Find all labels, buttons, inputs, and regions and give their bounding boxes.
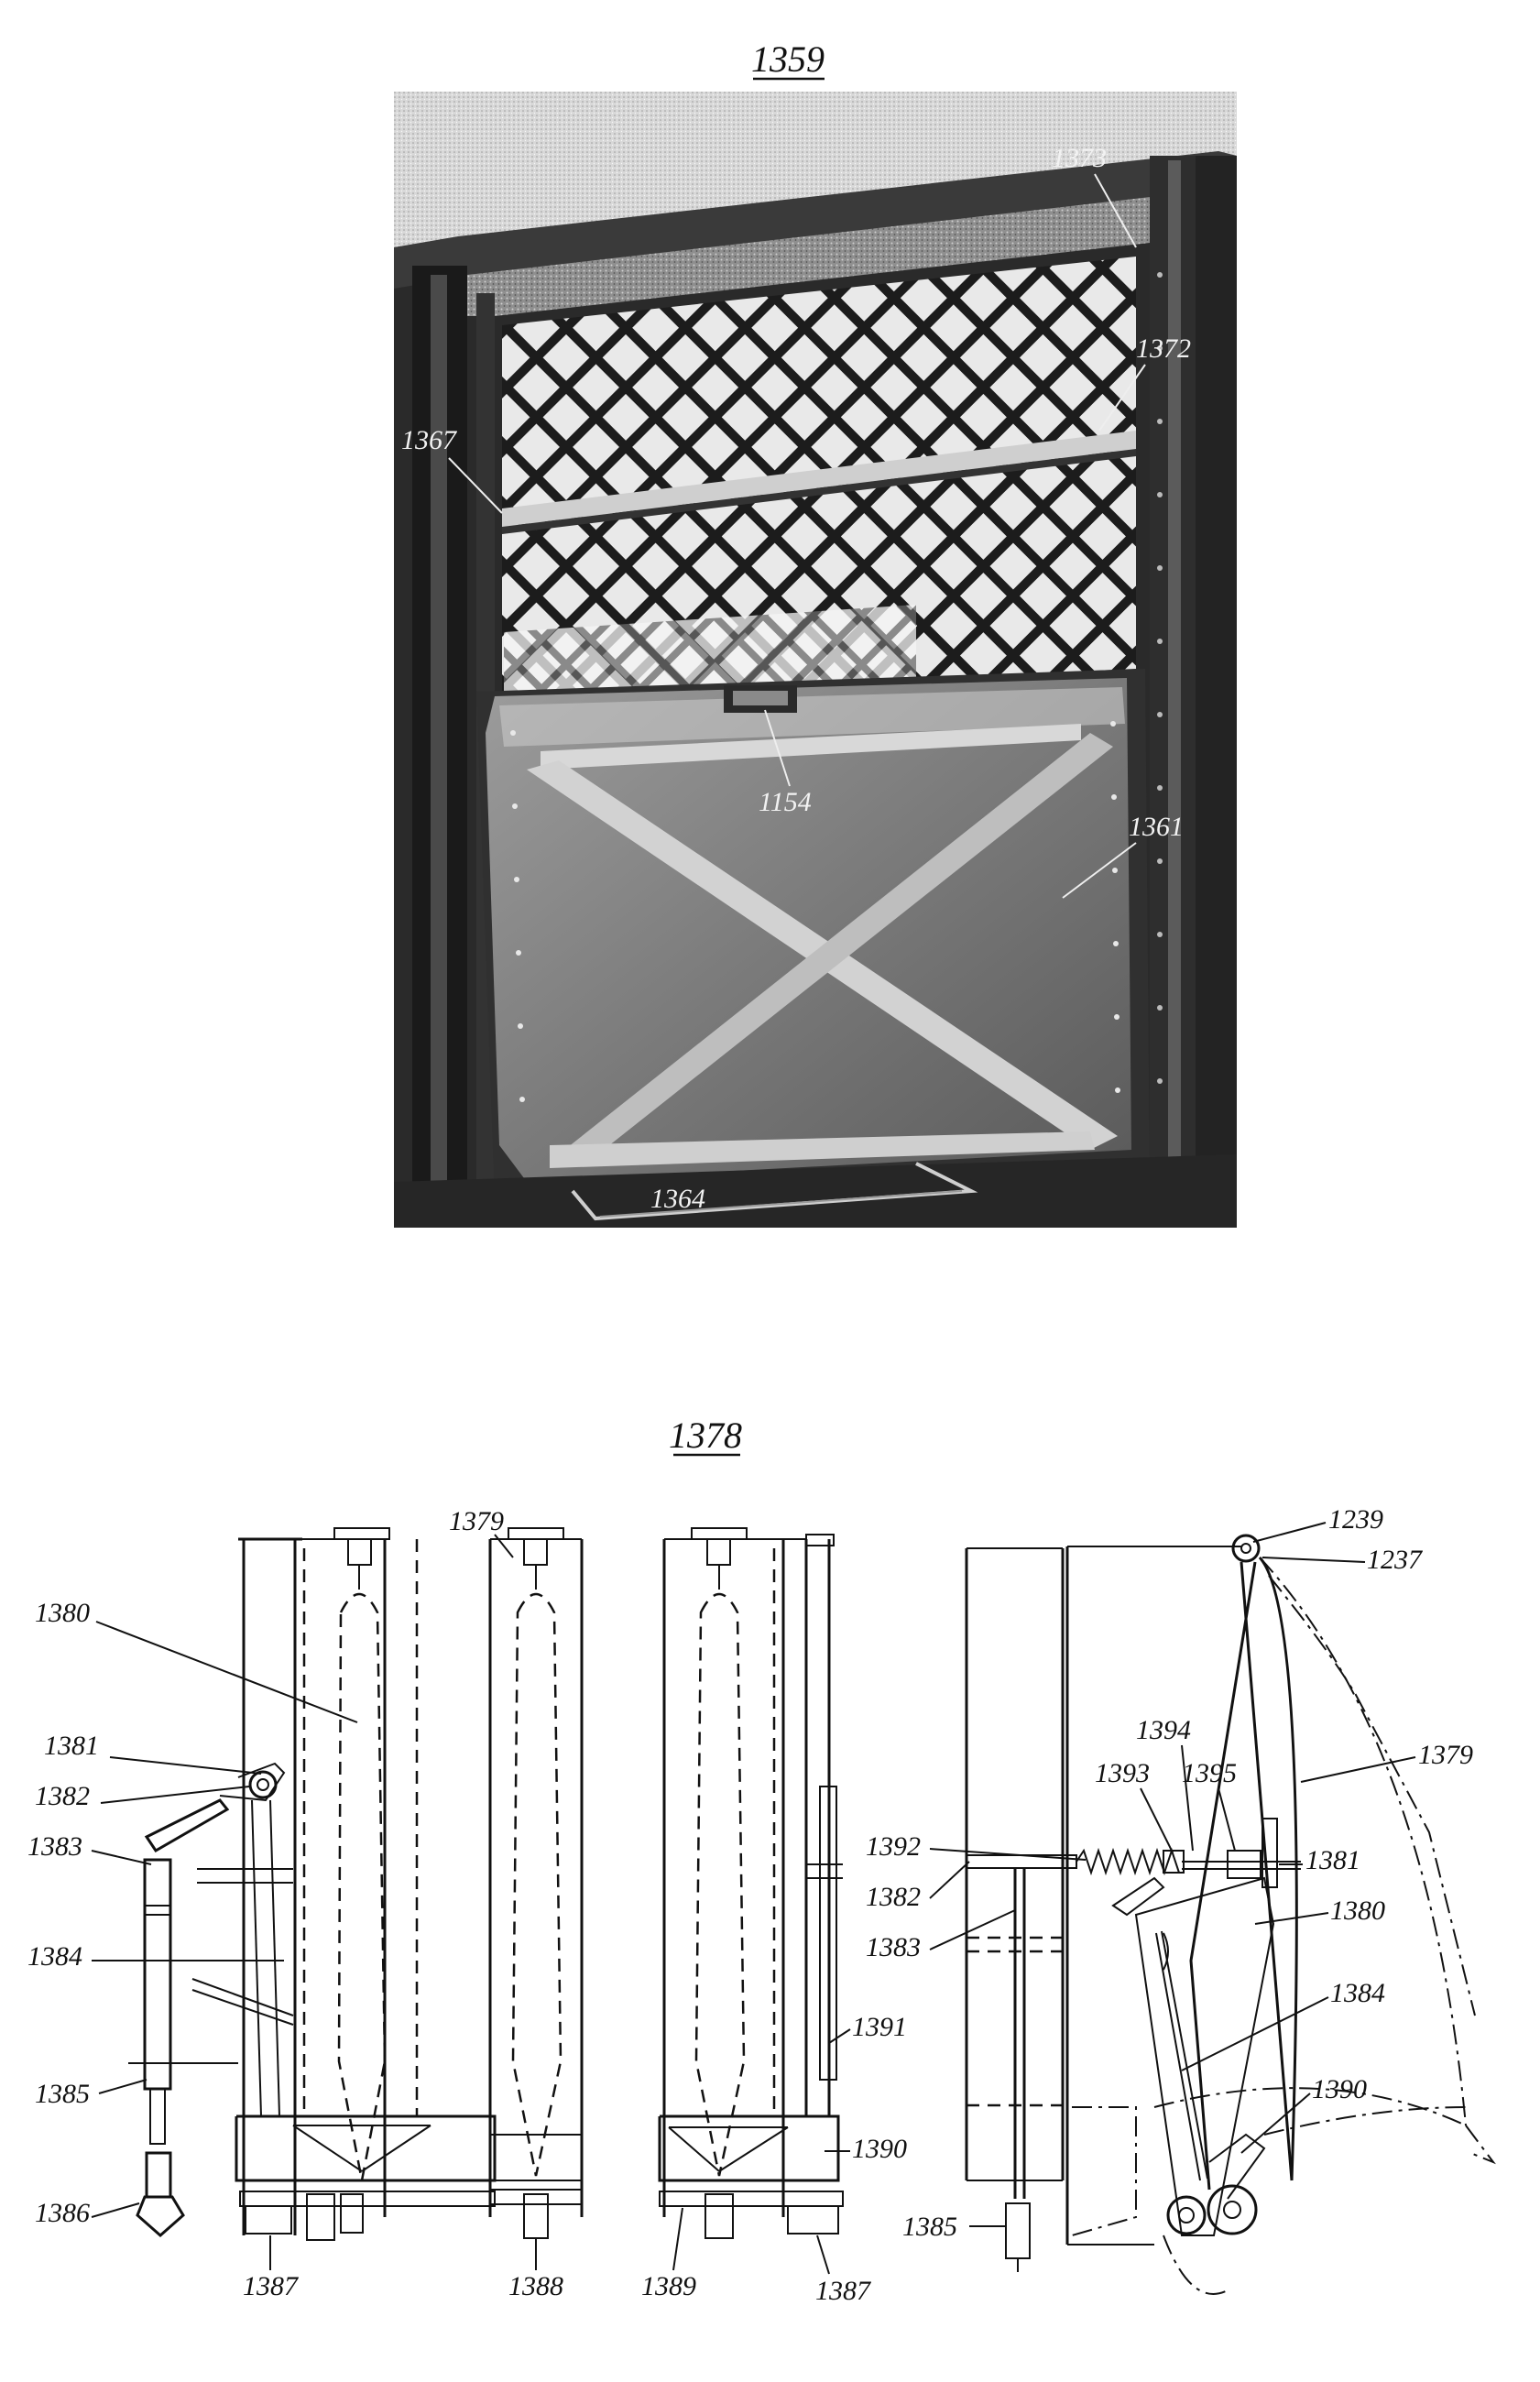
callout-1380: 1380 — [35, 1598, 90, 1628]
callout-1380-side: 1380 — [1330, 1896, 1385, 1926]
figure-1359: 1359 — [394, 38, 1237, 1228]
callout-1393: 1393 — [1095, 1758, 1150, 1788]
callout-1383-side: 1383 — [866, 1932, 921, 1962]
callout-1385-side: 1385 — [902, 2212, 957, 2242]
callout-1392: 1392 — [866, 1831, 921, 1862]
callout-1388: 1388 — [508, 2271, 563, 2301]
callout-1391: 1391 — [852, 2012, 907, 2042]
callout-1382-side: 1382 — [866, 1882, 921, 1912]
callout-1364: 1364 — [650, 1184, 705, 1214]
callout-1387-left: 1387 — [243, 2271, 300, 2301]
callout-1239: 1239 — [1328, 1504, 1383, 1535]
view-front-left: 1380 1381 1382 1383 1384 1385 1386 1387 — [27, 1527, 497, 2301]
callout-1387-right: 1387 — [815, 2276, 872, 2306]
figure-1359-title: 1359 — [751, 38, 825, 80]
callout-1367: 1367 — [401, 425, 458, 455]
callout-1394: 1394 — [1136, 1715, 1191, 1745]
callout-1384-left: 1384 — [27, 1941, 82, 1972]
callout-1385-left: 1385 — [35, 2079, 90, 2109]
callout-1361: 1361 — [1129, 812, 1184, 842]
view-front-right: 1391 1390 1389 1387 — [641, 1527, 907, 2306]
callout-1373: 1373 — [1052, 143, 1107, 173]
photo-door-grille — [394, 92, 1237, 1228]
callout-1237: 1237 — [1367, 1545, 1424, 1575]
callout-1382-left: 1382 — [35, 1781, 90, 1811]
callout-1154: 1154 — [759, 787, 812, 817]
callout-1379-side: 1379 — [1418, 1740, 1473, 1770]
figure-1378-title: 1378 — [669, 1415, 742, 1456]
callout-1390-side: 1390 — [1312, 2074, 1367, 2104]
callout-1389: 1389 — [641, 2271, 696, 2301]
callout-1383-left: 1383 — [27, 1831, 82, 1862]
callout-1386: 1386 — [35, 2198, 90, 2228]
callout-1372: 1372 — [1136, 333, 1191, 364]
callout-1381-side: 1381 — [1305, 1845, 1360, 1875]
callout-1379-front: 1379 — [449, 1506, 504, 1536]
callout-1390-front: 1390 — [852, 2134, 907, 2164]
callout-1381-left: 1381 — [44, 1731, 99, 1761]
figure-1378: 1378 — [27, 1415, 1496, 2306]
view-side: 1239 1237 1394 1393 1395 1379 1392 1381 … — [866, 1504, 1496, 2295]
callout-1395: 1395 — [1182, 1758, 1237, 1788]
view-front-middle: 1379 1388 — [449, 1506, 584, 2301]
callout-1384-side: 1384 — [1330, 1978, 1385, 2008]
